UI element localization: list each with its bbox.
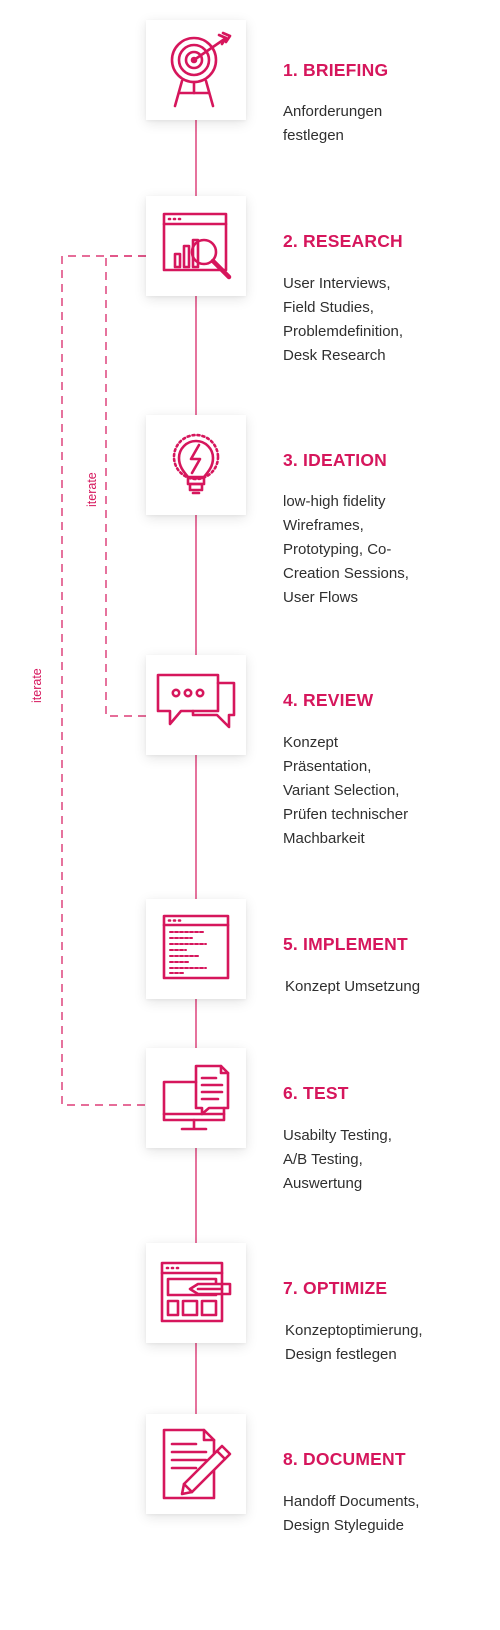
step-title-ideation: 3. IDEATION [283,450,387,470]
description-line: User Interviews, [283,275,391,292]
description-line: Konzeptoptimierung, [285,1322,423,1339]
description-line: Wireframes, [283,517,364,534]
description-line: Präsentation, [283,758,372,775]
description-line: Design Styleguide [283,1517,404,1534]
description-line: Design festlegen [285,1346,397,1363]
step-description-document: Handoff Documents, Design Styleguide [283,1490,463,1538]
step-title-briefing: 1. BRIEFING [283,60,389,80]
description-line: Prüfen technischer [283,806,409,823]
target-icon [170,31,232,108]
step-description-test: Usabilty Testing, A/B Testing, Auswertun… [283,1124,463,1196]
description-line: Usabilty Testing, [283,1127,392,1144]
step-card-briefing [146,20,246,120]
document-pencil-icon [162,1428,232,1500]
step-description-optimize: Konzeptoptimierung, Design festlegen [285,1319,465,1367]
step-card-document [146,1414,246,1514]
description-line: Auswertung [283,1175,363,1192]
step-title-test: 6. TEST [283,1083,349,1103]
description-line: User Flows [283,589,359,606]
iterate-loop-inner [105,255,146,717]
monitor-document-icon [162,1064,230,1131]
description-line: Field Studies, [283,299,374,316]
step-card-optimize [146,1243,246,1343]
description-line: festlegen [283,127,344,144]
iterate-loop-outer [61,255,146,1106]
description-line: Machbarkeit [283,830,365,847]
description-line: Problemdefinition, [283,323,404,340]
step-card-ideation [146,415,246,515]
step-card-test [146,1048,246,1148]
description-line: A/B Testing, [283,1151,363,1168]
step-title-document: 8. DOCUMENT [283,1449,406,1469]
step-description-implement: Konzept Umsetzung [285,975,465,999]
research-chart-magnifier-icon [162,212,232,280]
description-line: Konzept [283,734,339,751]
code-window-icon [162,914,230,980]
iterate-label-inner: iterate [85,472,99,507]
description-line: low-high fidelity [283,493,386,510]
description-line: Desk Research [283,347,386,364]
description-line: Konzept Umsetzung [285,978,421,995]
description-line: Variant Selection, [283,782,400,799]
browser-pencil-icon [160,1261,232,1323]
description-line: Prototyping, Co- [283,541,392,558]
description-line: Handoff Documents, [283,1493,420,1510]
step-title-research: 2. RESEARCH [283,231,403,251]
step-card-research [146,196,246,296]
step-description-briefing: Anforderungen festlegen [283,100,463,148]
step-description-review: Konzept Präsentation, Variant Selection,… [283,731,463,851]
step-title-implement: 5. IMPLEMENT [283,934,408,954]
step-card-review [146,655,246,755]
step-card-implement [146,899,246,999]
iterate-label-outer: iterate [30,668,44,703]
step-title-optimize: 7. OPTIMIZE [283,1278,388,1298]
step-title-review: 4. REVIEW [283,690,374,710]
step-description-ideation: low-high fidelity Wireframes, Prototypin… [283,490,463,610]
description-line: Anforderungen [283,103,383,120]
description-line: Creation Sessions, [283,565,409,582]
lightbulb-icon [172,433,220,495]
chat-bubbles-icon [156,673,236,729]
step-description-research: User Interviews, Field Studies, Problemd… [283,272,463,368]
